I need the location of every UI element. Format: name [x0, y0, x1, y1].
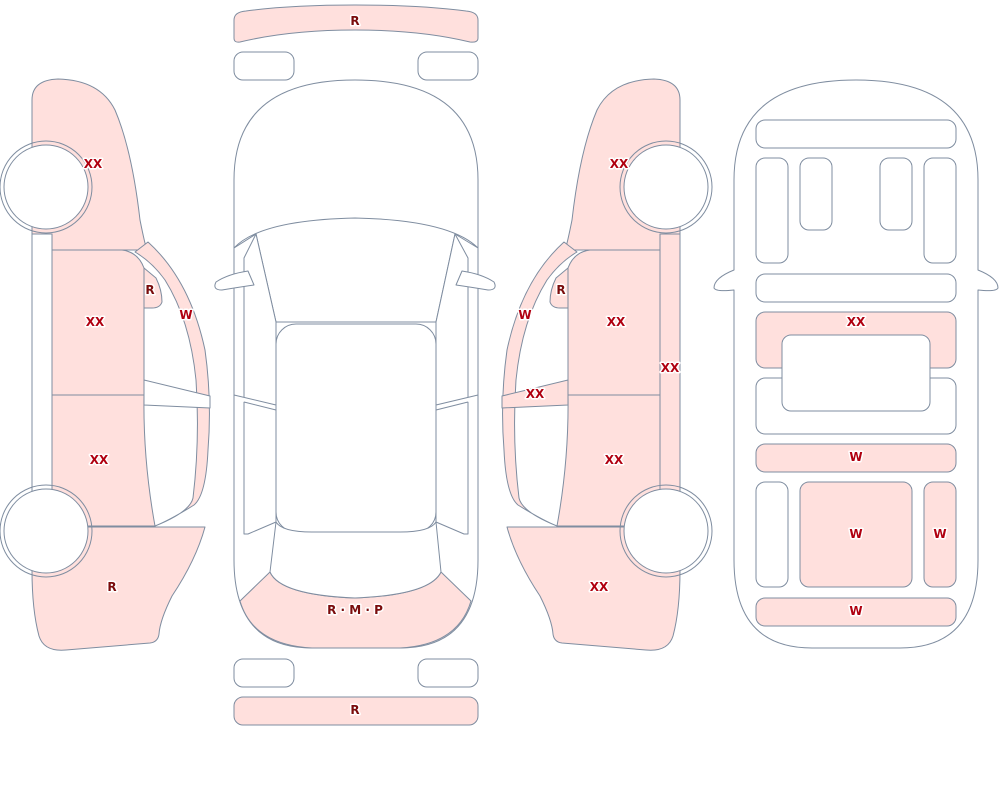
- code-right-quarter-panel: XX: [590, 580, 609, 594]
- right-side-windows[interactable]: [435, 233, 469, 535]
- code-interior-bottom: W: [849, 604, 862, 618]
- code-rear-bumper: R: [350, 703, 359, 717]
- interior-bottom-row[interactable]: [755, 597, 957, 627]
- front-left-seat[interactable]: [799, 157, 833, 231]
- front-bumper[interactable]: [233, 4, 479, 43]
- right-mirror-top[interactable]: [455, 270, 496, 291]
- left-side-view: XX XX XX R R W: [0, 78, 211, 651]
- code-left-quarter-panel: R: [107, 580, 116, 594]
- front-left-light[interactable]: [233, 51, 295, 81]
- code-right-a-pillar: W: [518, 308, 531, 322]
- code-left-rear-door: XX: [90, 453, 109, 467]
- right-side-view: XX XX XX XX XX R W XX: [501, 78, 713, 651]
- right-a-pillar[interactable]: [502, 241, 578, 527]
- right-front-door[interactable]: [567, 249, 661, 396]
- code-right-front-window: XX: [526, 387, 545, 401]
- left-mirror-top[interactable]: [214, 270, 255, 291]
- left-mirror[interactable]: [143, 267, 163, 309]
- code-right-mirror: R: [556, 283, 565, 297]
- windshield[interactable]: [233, 217, 479, 323]
- code-left-front-fender: XX: [84, 157, 103, 171]
- right-front-wheel[interactable]: [623, 144, 709, 230]
- interior-right-panel[interactable]: [923, 481, 957, 588]
- interior-row-4[interactable]: [755, 443, 957, 473]
- code-left-mirror: R: [145, 283, 154, 297]
- right-door-line: [435, 394, 479, 411]
- interior-left-panel[interactable]: [755, 481, 789, 588]
- right-front-wheel-arch: [619, 140, 713, 234]
- right-rocker[interactable]: [659, 233, 681, 528]
- left-a-pillar[interactable]: [134, 241, 210, 527]
- right-rear-wheel[interactable]: [623, 488, 709, 574]
- code-right-rocker: XX: [661, 361, 680, 375]
- top-view: R R · M · P R: [214, 4, 496, 726]
- interior-view: XX W W W W: [713, 79, 999, 649]
- dashboard[interactable]: [755, 119, 957, 149]
- code-interior-right: W: [933, 527, 946, 541]
- right-mirror[interactable]: [549, 267, 569, 309]
- rear-bumper[interactable]: [233, 696, 479, 726]
- left-rocker[interactable]: [31, 233, 53, 528]
- code-interior-row-2: XX: [847, 315, 866, 329]
- front-left-door-trim[interactable]: [755, 157, 789, 264]
- code-front-bumper: R: [350, 14, 359, 28]
- interior-center-panel[interactable]: [799, 481, 913, 588]
- left-front-wheel-arch: [0, 140, 93, 234]
- code-right-rear-door: XX: [605, 453, 624, 467]
- code-interior-row-4: W: [849, 450, 862, 464]
- code-right-front-fender: XX: [610, 157, 629, 171]
- interior-row-1[interactable]: [755, 273, 957, 303]
- roof[interactable]: [275, 323, 437, 533]
- left-rear-wheel[interactable]: [3, 488, 89, 574]
- code-left-front-door: XX: [86, 315, 105, 329]
- left-front-wheel[interactable]: [3, 144, 89, 230]
- interior-console[interactable]: [781, 334, 931, 412]
- rear-window[interactable]: [269, 521, 442, 599]
- code-left-a-pillar: W: [179, 308, 192, 322]
- front-right-seat[interactable]: [879, 157, 913, 231]
- right-rear-wheel-arch: [619, 484, 713, 578]
- left-door-line: [233, 394, 277, 411]
- code-right-front-door: XX: [607, 315, 626, 329]
- front-right-light[interactable]: [417, 51, 479, 81]
- left-rear-wheel-arch: [0, 484, 93, 578]
- rear-right-light[interactable]: [417, 658, 479, 688]
- left-vent-window[interactable]: [143, 379, 211, 409]
- left-front-door[interactable]: [51, 249, 145, 396]
- rear-left-light[interactable]: [233, 658, 295, 688]
- code-interior-center: W: [849, 527, 862, 541]
- right-vent-window[interactable]: [501, 379, 569, 409]
- code-hood: R · M · P: [327, 603, 383, 617]
- left-side-windows[interactable]: [243, 233, 277, 535]
- front-right-door-trim[interactable]: [923, 157, 957, 264]
